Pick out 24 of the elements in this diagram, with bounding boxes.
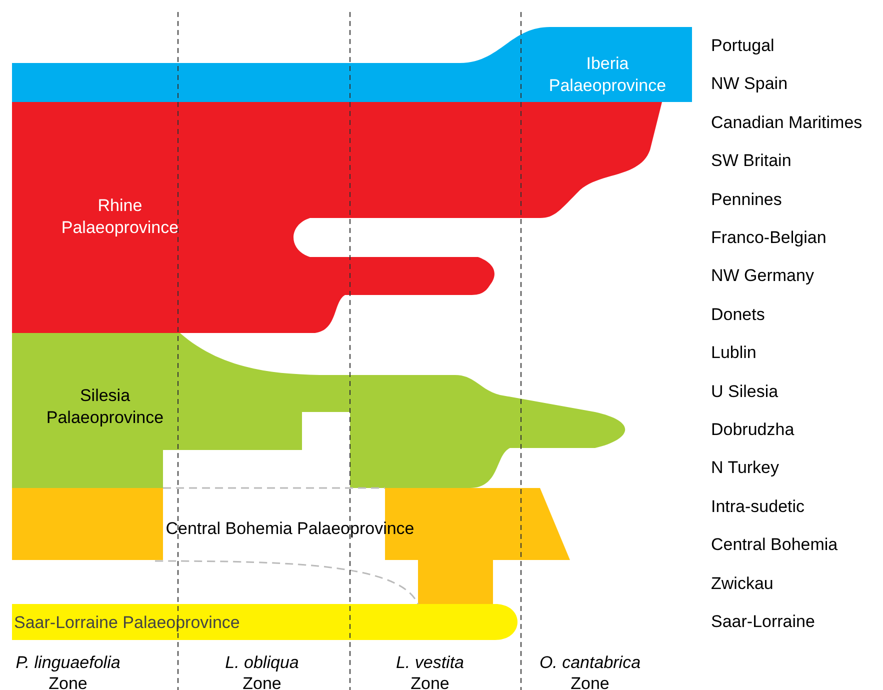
region-label: Donets bbox=[711, 304, 765, 325]
region-label: NW Spain bbox=[711, 74, 788, 94]
region-label: Pennines bbox=[711, 190, 782, 210]
region-label: Franco-Belgian bbox=[711, 228, 826, 248]
region-label: Zwickau bbox=[711, 574, 774, 594]
zone-label: O. cantabrica Zone bbox=[538, 652, 642, 690]
region-label: SW Britain bbox=[711, 151, 792, 172]
zone-label: L. vestita Zone bbox=[394, 652, 466, 690]
region-label: N Turkey bbox=[711, 458, 780, 478]
region-label: Canadian Maritimes bbox=[711, 112, 862, 133]
region-label: Saar-Lorraine bbox=[711, 612, 815, 632]
region-label: Intra-sudetic bbox=[711, 496, 805, 517]
region-label: Central Bohemia bbox=[711, 535, 838, 556]
zone-label: P. linguaefolia Zone bbox=[14, 652, 122, 690]
region-label: Dobrudzha bbox=[711, 420, 794, 440]
region-label: Lublin bbox=[711, 343, 756, 364]
province-label: Rhine Palaeoprovince bbox=[60, 195, 180, 239]
province-label: Saar-Lorraine Palaeoprovince bbox=[14, 612, 241, 634]
province-label: Iberia Palaeoprovince bbox=[548, 53, 668, 97]
region-label: U Silesia bbox=[711, 382, 778, 402]
province-label: Silesia Palaeoprovince bbox=[45, 385, 165, 429]
zone-label: L. obliqua Zone bbox=[224, 652, 300, 690]
region-label: Portugal bbox=[711, 36, 774, 56]
region-label: NW Germany bbox=[711, 266, 814, 286]
